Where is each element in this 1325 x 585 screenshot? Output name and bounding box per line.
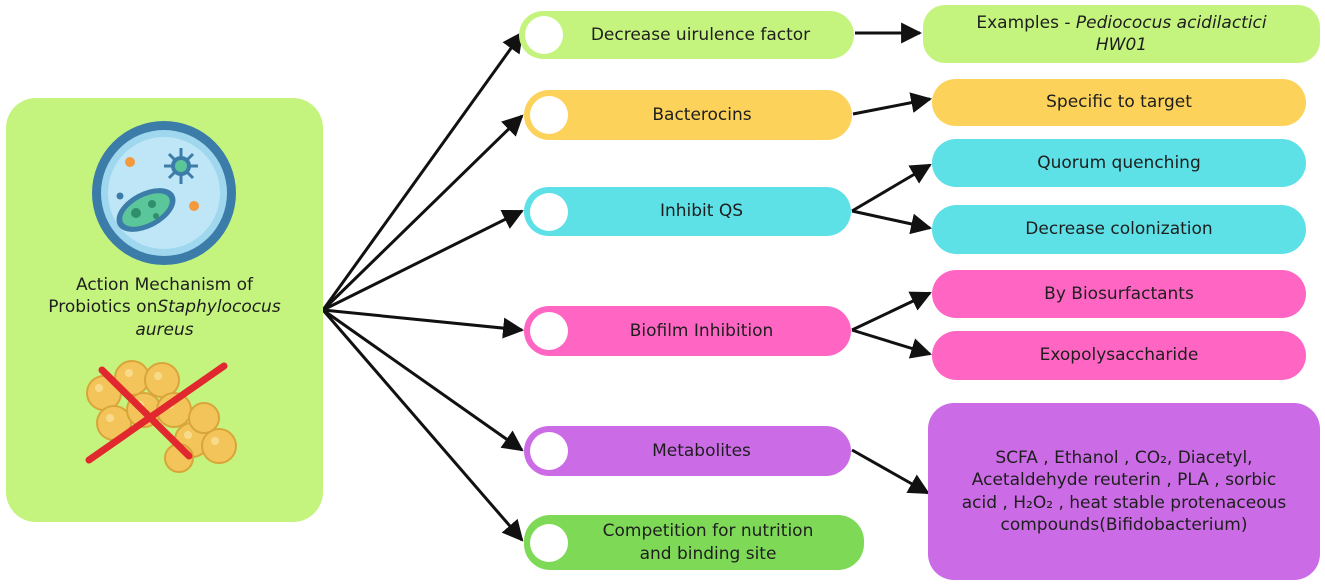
arrow-to-quorum (851, 163, 932, 213)
mechanism-competition: Competition for nutrition and binding si… (524, 515, 864, 570)
bullet-circle (530, 523, 568, 562)
arrow-to-specific (852, 92, 933, 116)
bullet-circle (530, 432, 568, 470)
bullet-circle (530, 192, 568, 231)
arrow-to-colonization (851, 209, 933, 235)
arrow-to-biofilm (322, 308, 525, 339)
mechanism-metabolites: Metabolites (524, 426, 851, 476)
arrow-to-biosurfactants (851, 291, 932, 332)
bullet-circle (530, 312, 568, 350)
outcome-decrease-colonization: Decrease colonization (932, 205, 1306, 254)
arrow-to-competition (321, 309, 524, 542)
outcome-examples: Examples - Pediococus acidilactici HW01 (923, 5, 1320, 63)
petri-dish-bacteria-icon (92, 121, 236, 265)
outcome-metabolites-list: SCFA , Ethanol , CO₂, Diacetyl, Acetalde… (928, 403, 1320, 580)
mechanism-inhibit-qs: Inhibit QS (524, 187, 851, 236)
crossed-out-staphylococcus-icon (85, 360, 237, 473)
central-concept-box: Action Mechanism of Probiotics onStaphyl… (6, 98, 323, 522)
arrow-to-metabolites (322, 308, 524, 452)
arrow-to-inhibit-qs (322, 209, 524, 312)
bullet-circle (530, 96, 568, 134)
mechanism-biofilm-inhibition: Biofilm Inhibition (524, 306, 851, 356)
arrow-to-decrease-virulence (321, 31, 524, 311)
outcome-exopolysaccharide: Exopolysaccharide (932, 331, 1306, 380)
bullet-circle (525, 16, 563, 54)
central-concept-title: Action Mechanism of Probiotics onStaphyl… (48, 275, 281, 340)
outcome-quorum-quenching: Quorum quenching (932, 139, 1306, 187)
outcome-specific-to-target: Specific to target (932, 79, 1306, 126)
mechanism-decrease-virulence: Decrease uirulence factor (519, 11, 854, 59)
outcome-biosurfactants: By Biosurfactants (932, 270, 1306, 318)
arrow-to-metabolites-list (851, 448, 930, 495)
mechanism-bacterocins: Bacterocins (524, 90, 852, 140)
arrow-to-bacterocins (321, 114, 524, 312)
arrow-to-exopoly (851, 328, 933, 359)
